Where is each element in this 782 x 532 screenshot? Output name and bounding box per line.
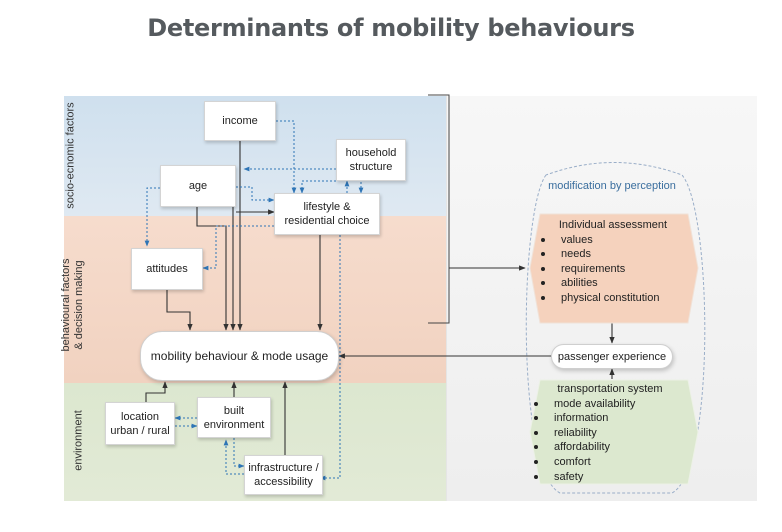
list-item: comfort — [534, 455, 692, 470]
perception-label: modification by perception — [548, 180, 676, 192]
transportation-system-heading: transportation system — [557, 383, 663, 395]
individual-assessment-list: values needs requirements abilities phys… — [535, 233, 691, 306]
household-structure-box: household structure — [336, 139, 406, 181]
attitudes-box: attitudes — [131, 248, 203, 290]
bracket-lines — [428, 94, 450, 324]
list-item: affordability — [534, 440, 692, 455]
list-item: values — [541, 233, 691, 248]
built-environment-box: built environment — [197, 397, 271, 438]
transportation-system-hexagon — [529, 379, 699, 485]
list-item: information — [534, 411, 692, 426]
list-item: requirements — [541, 262, 691, 277]
dotted-arrows — [144, 120, 364, 481]
perception-outline — [525, 162, 706, 494]
list-item: mode availability — [534, 397, 692, 412]
transportation-system-list: mode availability information reliabilit… — [528, 397, 692, 485]
transportation-system-text: transportation system mode availability … — [528, 382, 692, 484]
individual-assessment-text: Individual assessment values needs requi… — [535, 218, 691, 306]
age-box: age — [160, 165, 236, 207]
list-item: physical constitution — [541, 291, 691, 306]
infrastructure-box: infrastructure / accessibility — [244, 455, 323, 495]
location-box: location urban / rural — [105, 402, 175, 445]
solid-arrows — [145, 141, 615, 455]
individual-assessment-heading: Individual assessment — [558, 219, 668, 231]
mobility-behaviour-node: mobility behaviour & mode usage — [140, 331, 339, 381]
lifestyle-box: lifestyle & residential choice — [274, 193, 380, 235]
income-box: income — [204, 101, 276, 141]
list-item: needs — [541, 247, 691, 262]
individual-assessment-hexagon — [529, 213, 699, 324]
list-item: safety — [534, 470, 692, 485]
diagram-title: Determinants of mobility behaviours — [147, 14, 635, 42]
list-item: abilities — [541, 276, 691, 291]
passenger-experience-node: passenger experience — [551, 344, 673, 369]
list-item: reliability — [534, 426, 692, 441]
